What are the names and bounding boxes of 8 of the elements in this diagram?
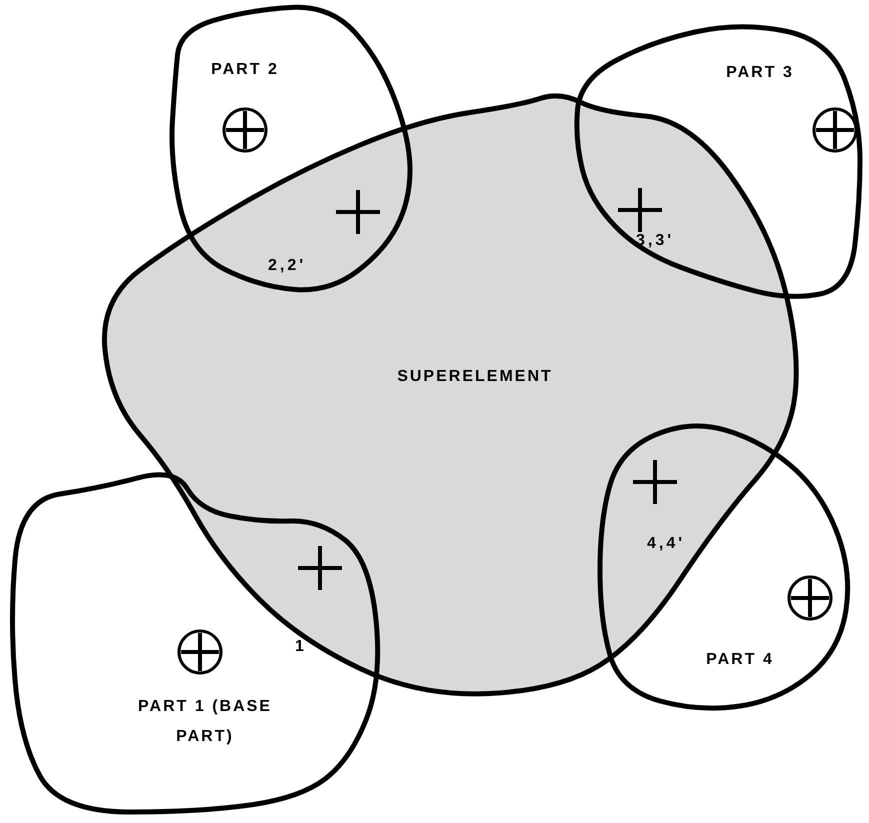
point-label: 2,2': [268, 257, 306, 275]
part-label: PART 4: [705, 650, 775, 670]
part-label: PART 1 (BASE PART): [137, 697, 273, 748]
point-label: 4,4': [647, 535, 686, 553]
part-label: PART 2: [210, 60, 280, 80]
part-label: SUPERELEMENT: [396, 367, 554, 387]
part-label: PART 3: [725, 63, 795, 83]
point-label: 1: [295, 638, 307, 656]
